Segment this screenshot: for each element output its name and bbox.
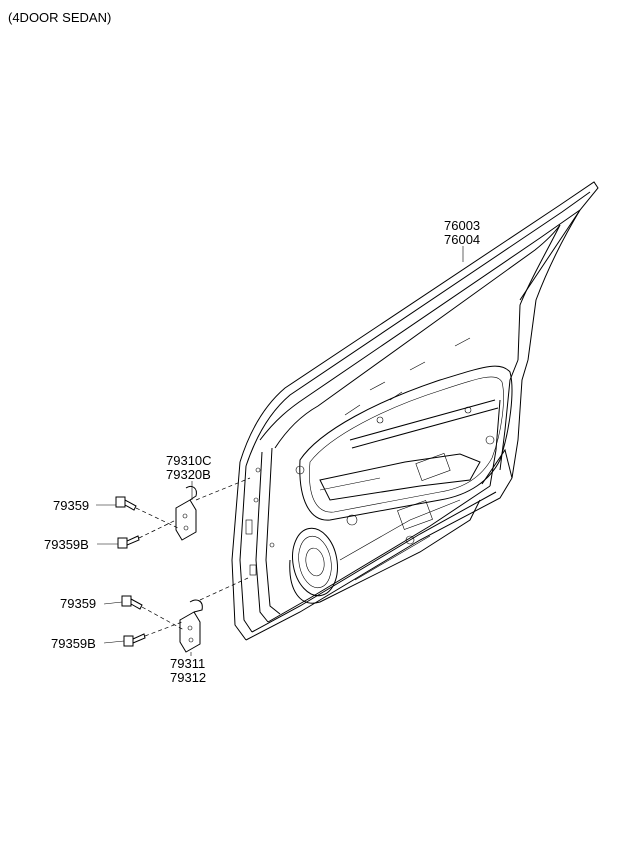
part-number-79359-lower: 79359 bbox=[60, 596, 97, 611]
part-number-79311: 79311 bbox=[170, 656, 206, 671]
bolt-lower-a bbox=[121, 595, 143, 610]
bolt-lower-b bbox=[123, 633, 146, 647]
part-number-79359b-upper: 79359B bbox=[44, 537, 89, 552]
upper-hinge bbox=[175, 485, 197, 541]
part-number-79359-upper: 79359 bbox=[53, 498, 90, 513]
inner-panel bbox=[245, 337, 513, 604]
lower-hinge bbox=[179, 599, 203, 653]
assembly-lines bbox=[135, 477, 251, 637]
part-number-79310c: 79310C bbox=[166, 453, 212, 468]
diagram-caption: (4DOOR SEDAN) bbox=[8, 10, 112, 25]
part-number-76003: 76003 bbox=[444, 218, 481, 233]
part-number-79359b-lower: 79359B bbox=[51, 636, 96, 651]
part-number-76004: 76004 bbox=[444, 232, 481, 247]
part-number-79320b: 79320B bbox=[166, 467, 211, 482]
leader-lines bbox=[96, 246, 464, 656]
part-number-79312: 79312 bbox=[170, 670, 207, 685]
door-frame bbox=[231, 181, 599, 641]
bolt-upper-a bbox=[115, 496, 137, 511]
bolt-upper-b bbox=[117, 535, 140, 549]
